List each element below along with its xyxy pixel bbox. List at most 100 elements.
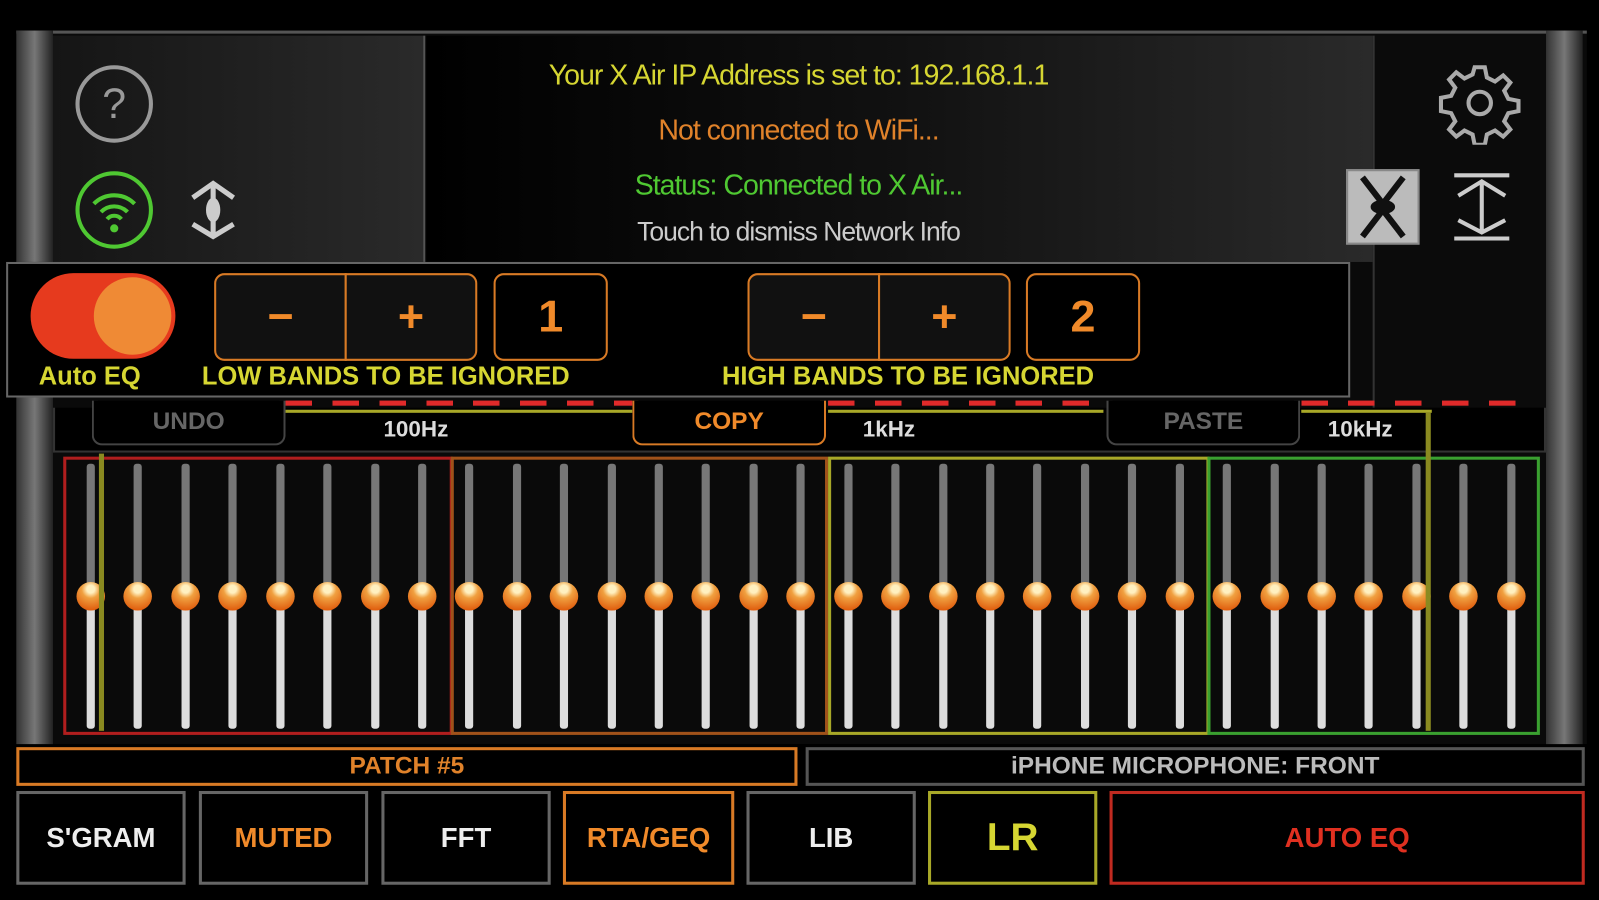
fader-knob-band-15[interactable] bbox=[739, 582, 768, 611]
fader-track[interactable] bbox=[702, 596, 711, 729]
fader-knob-band-5[interactable] bbox=[265, 582, 295, 611]
dismiss-network-info-text[interactable]: Touch to dismiss Network Info bbox=[637, 216, 961, 247]
fader-track[interactable] bbox=[1364, 463, 1373, 597]
fader-track[interactable] bbox=[1033, 463, 1042, 597]
fader-track[interactable] bbox=[276, 463, 285, 597]
low-bands-decrement-button[interactable]: − bbox=[214, 273, 347, 361]
fader-knob-band-27[interactable] bbox=[1307, 582, 1336, 611]
spectrogram-button[interactable]: S'GRAM bbox=[16, 790, 186, 885]
help-icon[interactable]: ? bbox=[73, 63, 155, 145]
fader-track[interactable] bbox=[323, 463, 332, 597]
fader-track[interactable] bbox=[560, 463, 569, 597]
undo-button[interactable]: UNDO bbox=[91, 400, 286, 446]
fader-track[interactable] bbox=[1506, 596, 1516, 729]
fader-track[interactable] bbox=[465, 463, 474, 597]
fader-track[interactable] bbox=[1459, 596, 1468, 729]
fader-track[interactable] bbox=[1222, 463, 1231, 597]
fader-track[interactable] bbox=[228, 463, 237, 597]
fader-knob-band-6[interactable] bbox=[313, 582, 342, 611]
auto-eq-button[interactable]: AUTO EQ bbox=[1109, 790, 1585, 885]
fader-track[interactable] bbox=[796, 463, 805, 597]
fader-track[interactable] bbox=[86, 596, 95, 729]
fader-track[interactable] bbox=[654, 463, 663, 597]
fader-knob-band-28[interactable] bbox=[1354, 582, 1384, 611]
fader-track[interactable] bbox=[1175, 596, 1184, 729]
fader-track[interactable] bbox=[1080, 463, 1089, 597]
fader-track[interactable] bbox=[418, 463, 427, 597]
wifi-icon[interactable] bbox=[73, 169, 155, 251]
fader-track[interactable] bbox=[512, 596, 521, 729]
fader-knob-band-26[interactable] bbox=[1259, 582, 1289, 611]
rta-geq-button[interactable]: RTA/GEQ bbox=[562, 790, 735, 885]
patch-indicator[interactable]: PATCH #5 bbox=[16, 747, 798, 786]
fader-track[interactable] bbox=[1270, 463, 1279, 597]
fader-track[interactable] bbox=[1033, 596, 1042, 729]
fader-track[interactable] bbox=[938, 463, 947, 597]
fader-knob-band-20[interactable] bbox=[975, 582, 1005, 611]
fader-track[interactable] bbox=[465, 596, 474, 729]
lr-bus-button[interactable]: LR bbox=[928, 790, 1098, 885]
low-ignore-marker[interactable] bbox=[98, 453, 105, 731]
fader-track[interactable] bbox=[1175, 463, 1184, 597]
fader-track[interactable] bbox=[370, 463, 379, 597]
fader-track[interactable] bbox=[134, 596, 143, 729]
high-bands-increment-button[interactable]: + bbox=[878, 273, 1011, 361]
fader-track[interactable] bbox=[986, 463, 995, 597]
high-bands-decrement-button[interactable]: − bbox=[747, 273, 881, 361]
fader-track[interactable] bbox=[986, 596, 995, 729]
fader-track[interactable] bbox=[1364, 596, 1373, 729]
fader-track[interactable] bbox=[1412, 463, 1421, 597]
fft-button[interactable]: FFT bbox=[381, 790, 551, 885]
expand-vertical-icon[interactable] bbox=[179, 175, 246, 242]
input-source-indicator[interactable]: iPHONE MICROPHONE: FRONT bbox=[805, 747, 1585, 786]
fader-knob-band-10[interactable] bbox=[502, 582, 532, 611]
network-info-panel[interactable] bbox=[426, 35, 1373, 262]
fader-knob-band-3[interactable] bbox=[171, 582, 200, 611]
fader-knob-band-30[interactable] bbox=[1449, 582, 1478, 611]
fader-track[interactable] bbox=[607, 596, 616, 729]
fader-knob-band-22[interactable] bbox=[1070, 582, 1100, 611]
fader-knob-band-7[interactable] bbox=[360, 582, 390, 611]
fader-track[interactable] bbox=[560, 596, 569, 729]
library-button[interactable]: LIB bbox=[746, 790, 916, 885]
fader-track[interactable] bbox=[181, 596, 190, 729]
fader-track[interactable] bbox=[844, 463, 853, 597]
fader-knob-band-11[interactable] bbox=[549, 582, 579, 611]
fader-knob-band-17[interactable] bbox=[833, 582, 863, 611]
fader-track[interactable] bbox=[1128, 596, 1137, 729]
fader-knob-band-19[interactable] bbox=[928, 582, 958, 611]
muted-button[interactable]: MUTED bbox=[198, 790, 369, 885]
fader-track[interactable] bbox=[512, 463, 521, 597]
fader-track[interactable] bbox=[1412, 596, 1421, 729]
fader-track[interactable] bbox=[1270, 596, 1279, 729]
high-ignore-marker[interactable] bbox=[1425, 412, 1431, 731]
fader-track[interactable] bbox=[1317, 596, 1326, 729]
fader-track[interactable] bbox=[181, 463, 190, 597]
fader-track[interactable] bbox=[323, 596, 332, 729]
fader-knob-band-14[interactable] bbox=[691, 582, 721, 611]
fader-track[interactable] bbox=[749, 596, 758, 729]
fader-track[interactable] bbox=[796, 596, 805, 729]
fader-knob-band-13[interactable] bbox=[644, 582, 674, 611]
fader-knob-band-12[interactable] bbox=[597, 582, 626, 611]
fader-track[interactable] bbox=[938, 596, 947, 729]
fader-track[interactable] bbox=[702, 463, 711, 597]
right-scroll-rail[interactable] bbox=[1546, 30, 1583, 745]
fader-track[interactable] bbox=[749, 463, 758, 597]
fader-track[interactable] bbox=[134, 463, 143, 597]
fader-track[interactable] bbox=[1222, 596, 1231, 729]
fader-track[interactable] bbox=[891, 463, 900, 597]
fader-track[interactable] bbox=[418, 596, 427, 729]
fader-track[interactable] bbox=[1317, 463, 1326, 597]
auto-eq-toggle[interactable] bbox=[30, 273, 176, 359]
fader-track[interactable] bbox=[1128, 463, 1137, 597]
fader-track[interactable] bbox=[276, 596, 285, 729]
fader-knob-band-9[interactable] bbox=[455, 582, 484, 611]
fader-knob-band-31[interactable] bbox=[1496, 582, 1526, 611]
low-bands-increment-button[interactable]: + bbox=[344, 273, 478, 361]
fader-knob-band-16[interactable] bbox=[786, 582, 816, 611]
fader-track[interactable] bbox=[1506, 463, 1516, 597]
fader-knob-band-23[interactable] bbox=[1117, 582, 1147, 611]
fader-track[interactable] bbox=[654, 596, 663, 729]
settings-gear-icon[interactable] bbox=[1438, 61, 1522, 145]
